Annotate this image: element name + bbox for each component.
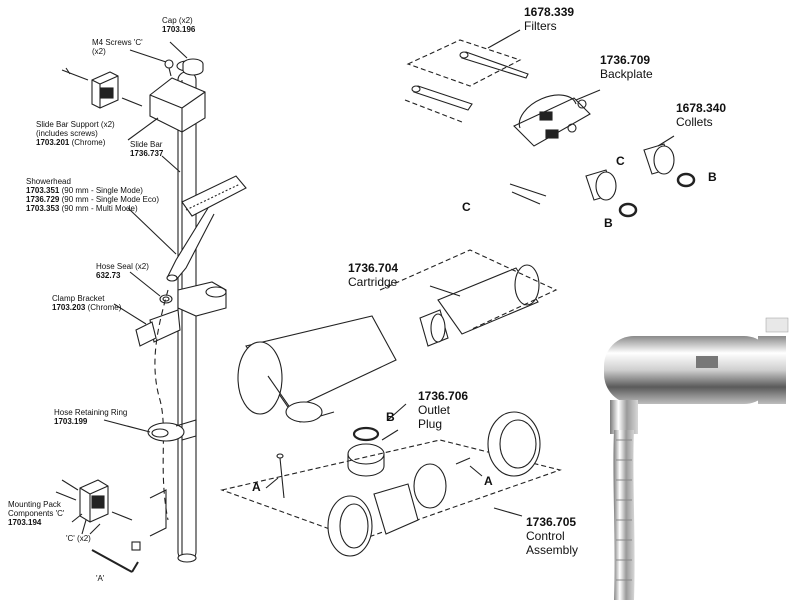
outlet-plug-number: 1736.706 xyxy=(418,389,469,403)
clamp-bracket-suffix: (Chrome) xyxy=(87,303,122,312)
label-cartridge: 1736.704 Cartridge xyxy=(348,261,399,290)
outlet-plug-name2: Plug xyxy=(418,417,443,431)
outlet-plug-icon xyxy=(347,426,385,477)
outlet-plug-name1: Outlet xyxy=(418,403,451,417)
cap-number: 1703.196 xyxy=(162,25,196,34)
showerhead-item-desc: (90 mm - Single Mode Eco) xyxy=(61,195,159,204)
label-showerhead: Showerhead 1703.351 (90 mm - Single Mode… xyxy=(26,177,159,213)
clamp-bracket-number-line: 1703.203 (Chrome) xyxy=(52,303,121,312)
showerhead-item-number: 1736.729 xyxy=(26,195,60,204)
label-slide-bar: Slide Bar 1736.737 xyxy=(130,140,163,158)
cartridge-number: 1736.704 xyxy=(348,261,399,275)
label-c-x2: 'C' (x2) xyxy=(66,534,91,543)
showerhead-item-desc: (90 mm - Single Mode) xyxy=(61,186,143,195)
letter-b-collet: B xyxy=(708,170,717,184)
product-photo xyxy=(600,317,800,600)
slide-bar-support-top xyxy=(149,77,206,133)
lever-handle-icon xyxy=(237,315,397,423)
letter-a-screw: A xyxy=(484,474,493,488)
hose-path xyxy=(154,289,169,521)
filters-icon xyxy=(411,51,529,111)
showerhead-item-number: 1703.353 xyxy=(26,204,60,213)
m4-screw-icon xyxy=(164,59,174,77)
wall-bracket-top xyxy=(61,67,143,109)
label-a-key: 'A' xyxy=(96,574,105,583)
clamp-bracket-name: Clamp Bracket xyxy=(52,294,105,303)
label-control-assembly: 1736.705 Control Assembly xyxy=(526,515,579,558)
backplate-name: Backplate xyxy=(600,67,653,81)
o-ring-b-icon xyxy=(618,202,638,218)
o-ring-b-icon xyxy=(676,172,696,188)
support-suffix: (Chrome) xyxy=(71,138,106,147)
label-m4-screws: M4 Screws 'C' (x2) xyxy=(92,38,143,56)
m4-screws-qty: (x2) xyxy=(92,47,106,56)
support-line2: (includes screws) xyxy=(36,129,98,138)
collets-number: 1678.340 xyxy=(676,101,727,115)
backplate-icon xyxy=(513,94,591,147)
hose-ring-number: 1703.199 xyxy=(54,417,88,426)
hose-ring-name: Hose Retaining Ring xyxy=(54,408,128,417)
mounting-pack-line1: Mounting Pack xyxy=(8,500,61,509)
label-hose-ring: Hose Retaining Ring 1703.199 xyxy=(54,408,127,426)
filters-number: 1678.339 xyxy=(524,5,575,19)
support-number-line: 1703.201 (Chrome) xyxy=(36,138,115,147)
letter-c-collet: C xyxy=(616,154,625,168)
allen-key-icon xyxy=(91,541,141,573)
hose-seal-name: Hose Seal (x2) xyxy=(96,262,149,271)
showerhead-icon xyxy=(166,175,247,282)
clamp-bracket-icon xyxy=(135,281,227,347)
letter-b-collet-lower: B xyxy=(604,216,613,230)
m4-screws-name: M4 Screws 'C' xyxy=(92,38,143,47)
showerhead-item: 1736.729 (90 mm - Single Mode Eco) xyxy=(26,195,159,204)
letter-b-outlet: B xyxy=(386,410,395,424)
mounting-pack-line2: Components 'C' xyxy=(8,509,65,518)
label-slide-bar-support: Slide Bar Support (x2) (includes screws)… xyxy=(36,120,115,147)
showerhead-item-number: 1703.351 xyxy=(26,186,60,195)
control-assembly-name1: Control xyxy=(526,529,565,543)
slide-bar-number: 1736.737 xyxy=(130,149,164,158)
showerhead-item: 1703.351 (90 mm - Single Mode) xyxy=(26,186,159,195)
wall-bracket-bottom xyxy=(55,479,167,537)
cartridge-name: Cartridge xyxy=(348,275,398,289)
cap-icon xyxy=(182,58,204,76)
label-filters: 1678.339 Filters xyxy=(524,5,575,34)
label-mounting-pack: Mounting Pack Components 'C' 1703.194 xyxy=(8,500,64,527)
pin-a-icon xyxy=(276,453,285,499)
control-assembly-name2: Assembly xyxy=(526,543,579,557)
support-number: 1703.201 xyxy=(36,138,70,147)
control-assembly-icon xyxy=(327,411,541,557)
showerhead-name: Showerhead xyxy=(26,177,71,186)
collets-icon xyxy=(585,143,675,201)
hose-seal-icon xyxy=(159,294,173,304)
hose-seal-number: 632.73 xyxy=(96,271,121,280)
mounting-pack-number: 1703.194 xyxy=(8,518,42,527)
control-assembly-number: 1736.705 xyxy=(526,515,577,529)
label-outlet-plug: 1736.706 Outlet Plug xyxy=(418,389,469,432)
label-cap: Cap (x2) 1703.196 xyxy=(162,16,195,34)
showerhead-item: 1703.353 (90 mm - Multi Mode) xyxy=(26,204,159,213)
cartridge-icon xyxy=(419,264,540,347)
collets-name: Collets xyxy=(676,115,713,129)
letter-c-screws: C xyxy=(462,200,471,214)
slide-bar-name: Slide Bar xyxy=(130,140,163,149)
support-line1: Slide Bar Support (x2) xyxy=(36,120,115,129)
screws-c-icon xyxy=(509,183,547,205)
cap-name: Cap (x2) xyxy=(162,16,193,25)
label-clamp-bracket: Clamp Bracket 1703.203 (Chrome) xyxy=(52,294,121,312)
backplate-number: 1736.709 xyxy=(600,53,651,67)
label-hose-seal: Hose Seal (x2) 632.73 xyxy=(96,262,149,280)
label-collets: 1678.340 Collets xyxy=(676,101,727,130)
showerhead-item-desc: (90 mm - Multi Mode) xyxy=(61,204,138,213)
filters-name: Filters xyxy=(524,19,557,33)
label-backplate: 1736.709 Backplate xyxy=(600,53,653,82)
clamp-bracket-number: 1703.203 xyxy=(52,303,86,312)
letter-a-pin: A xyxy=(252,480,261,494)
